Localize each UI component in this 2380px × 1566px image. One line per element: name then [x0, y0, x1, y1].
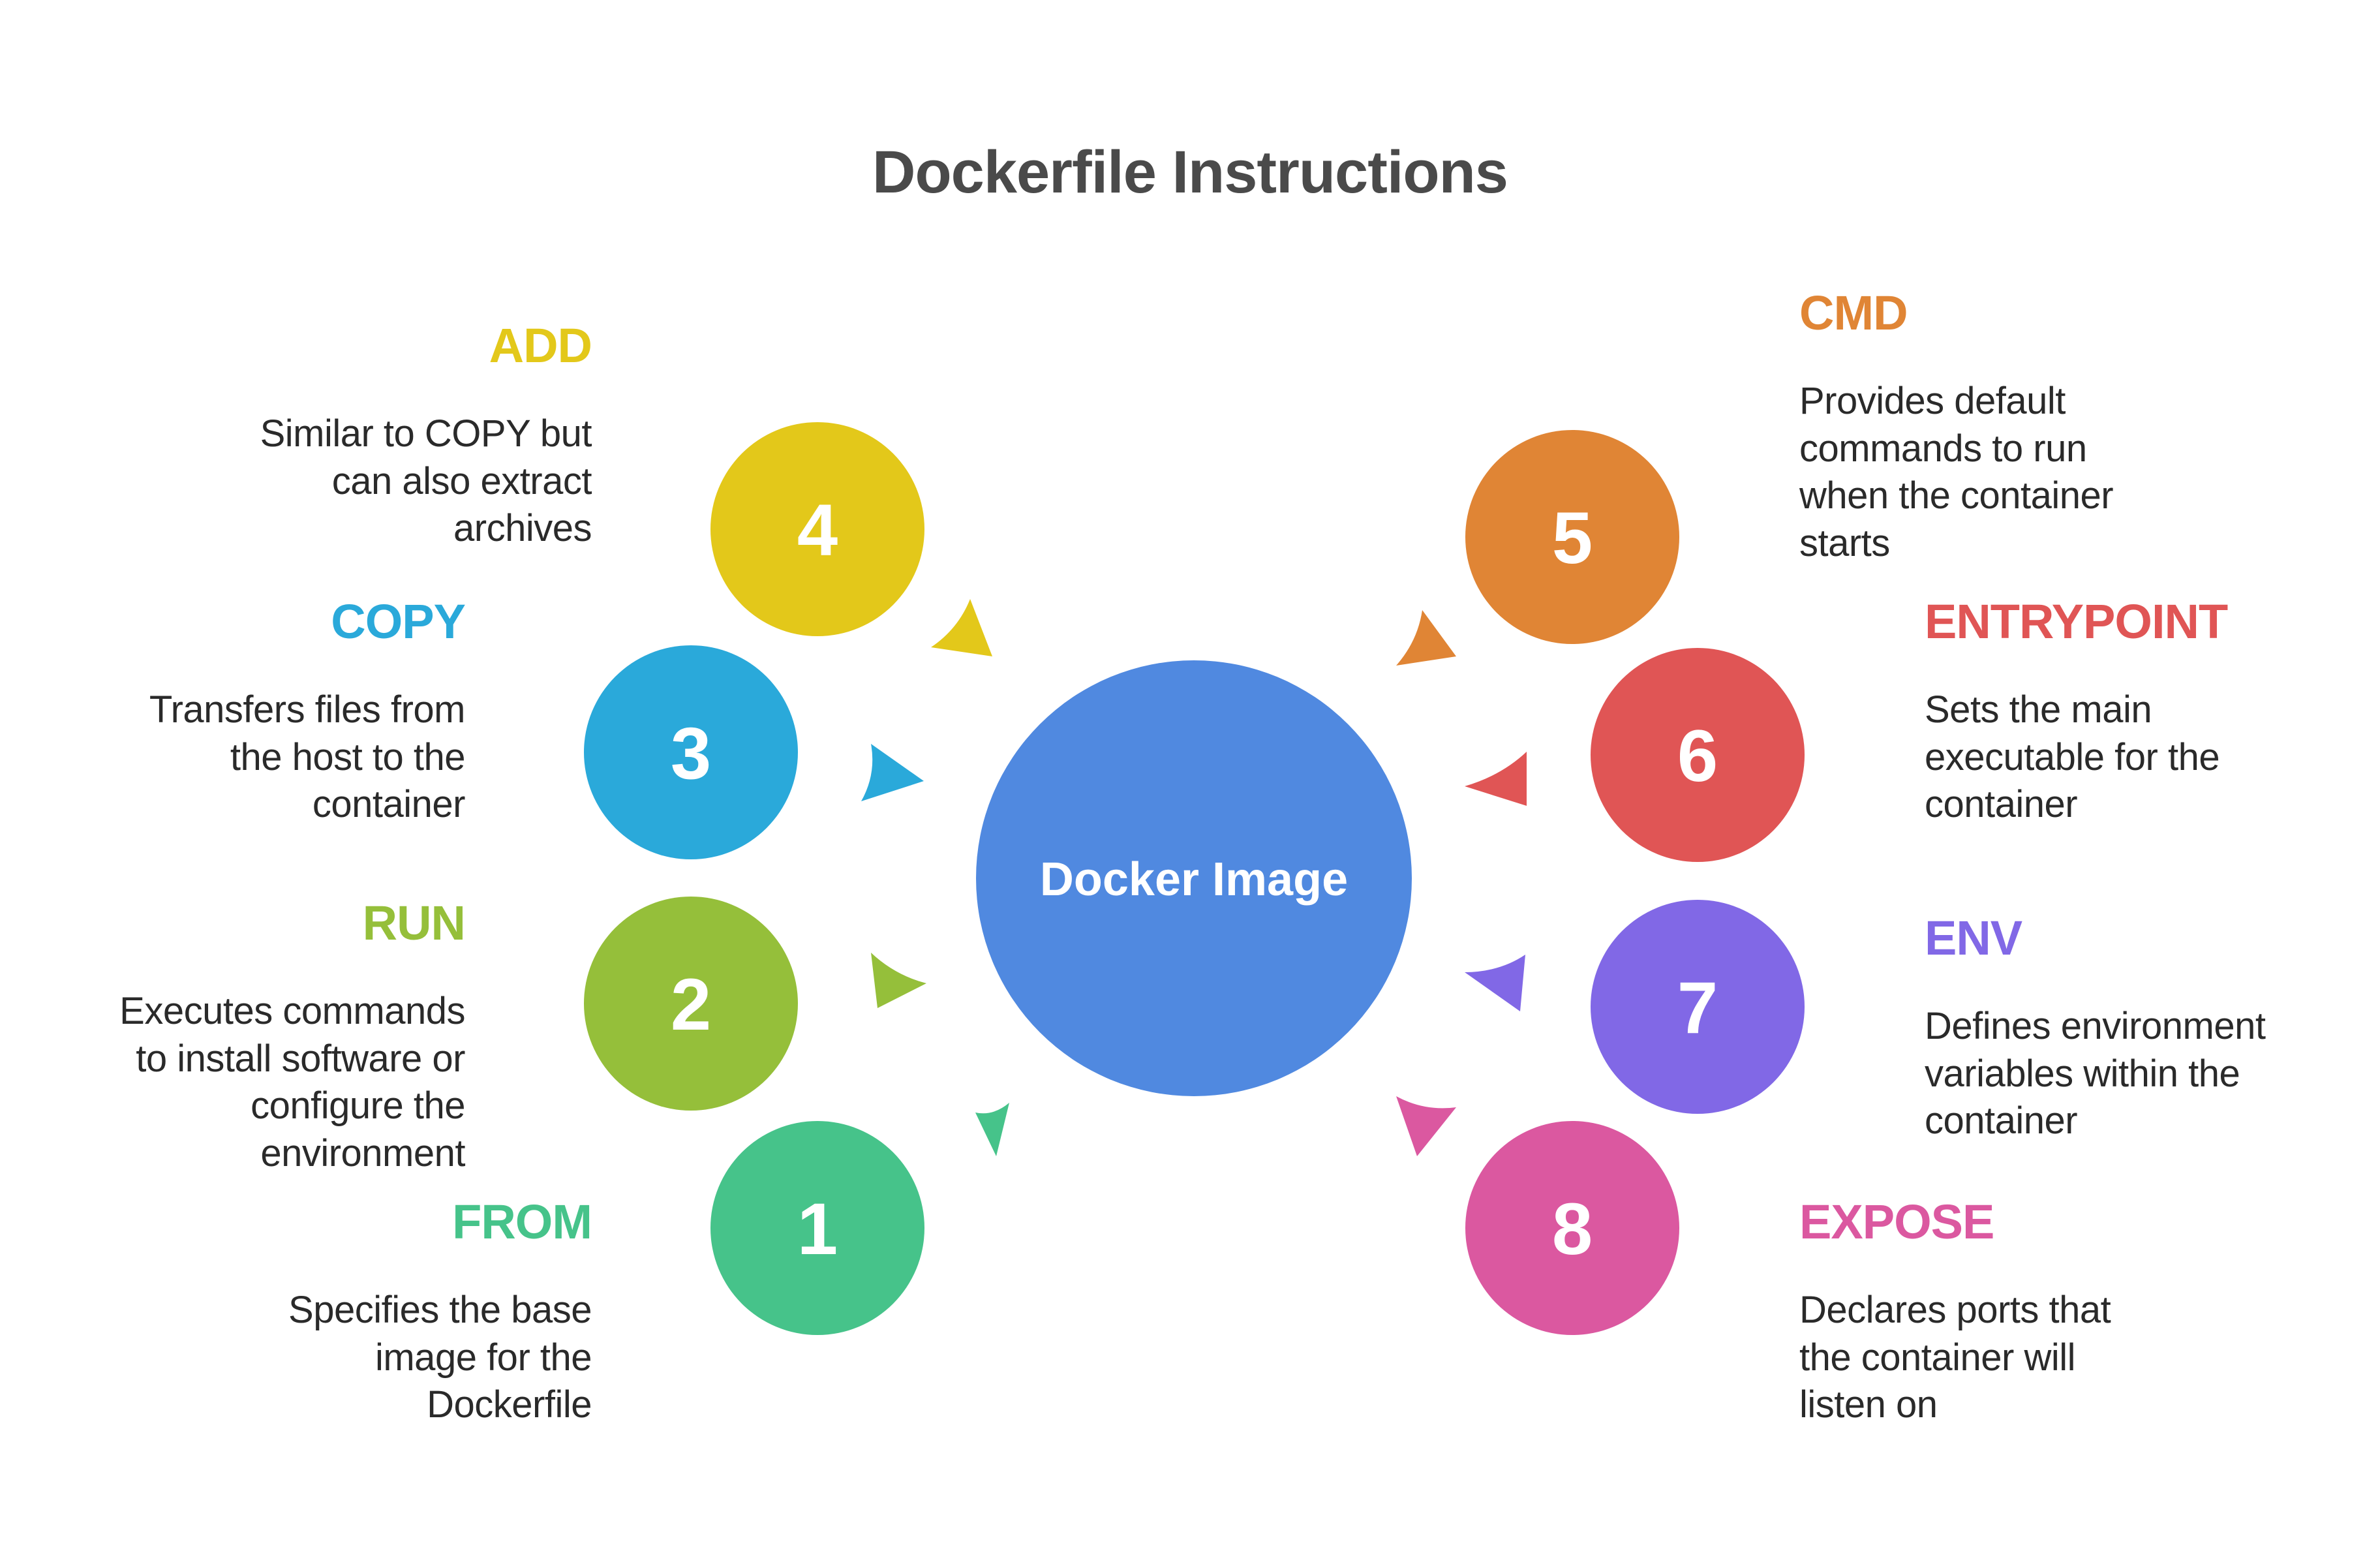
arrow-icon-cmd	[1396, 610, 1456, 666]
description-line: container	[1925, 1099, 2078, 1142]
description-line: configure the	[251, 1084, 465, 1127]
arrow-icon-run	[871, 953, 926, 1008]
description-line: listen on	[1799, 1383, 1938, 1426]
step-circle	[710, 1121, 924, 1335]
description-line: Defines environment	[1925, 1005, 2266, 1047]
step-circle	[710, 422, 924, 636]
center-node: Docker Image	[976, 660, 1412, 1096]
instruction-name: CMD	[1799, 286, 1908, 340]
instruction-block-env: ENV Defines environment variables within t…	[1925, 910, 2380, 1145]
description-line: commands to run	[1799, 427, 2087, 470]
step-number: 5	[1552, 497, 1593, 579]
description-line: Similar to COPY but	[260, 412, 592, 455]
description-line: variables within the	[1925, 1052, 2240, 1095]
step-number: 6	[1677, 715, 1718, 797]
arrow-icon-copy	[861, 744, 924, 801]
description-line: Provides default	[1799, 380, 2066, 422]
arrow-icon-expose	[1396, 1096, 1456, 1156]
step-circle	[584, 897, 798, 1111]
step-node-cmd: 5	[1465, 430, 1679, 644]
description-line: image for the	[374, 1336, 592, 1379]
description-line: container	[1925, 783, 2078, 825]
description-line: Executes commands	[119, 990, 465, 1032]
description-line: the host to the	[230, 735, 466, 778]
step-node-env: 7	[1591, 900, 1805, 1114]
arrow-icon-from	[975, 1103, 1009, 1156]
description-line: Sets the main	[1925, 688, 2152, 731]
step-number: 1	[797, 1188, 838, 1270]
center-label: Docker Image	[1040, 853, 1348, 906]
step-number: 8	[1552, 1188, 1593, 1270]
instruction-name: ADD	[489, 318, 592, 373]
step-circle	[1465, 1121, 1679, 1335]
description-line: executable for the	[1925, 735, 2220, 778]
instruction-name: COPY	[331, 594, 466, 649]
instruction-name: EXPOSE	[1799, 1195, 1994, 1249]
description-line: container	[312, 783, 466, 825]
center-circle	[976, 660, 1412, 1096]
step-number: 3	[671, 713, 711, 794]
description-line: Transfers files from	[149, 688, 466, 731]
description-line: Declares ports that	[1799, 1289, 2111, 1331]
step-node-from: 1	[710, 1121, 924, 1335]
instruction-name: ENTRYPOINT	[1925, 594, 2228, 649]
description-line: the container will	[1799, 1336, 2076, 1379]
description-line: Dockerfile	[427, 1383, 592, 1426]
description-line: to install software or	[136, 1037, 465, 1080]
description-line: Specifies the base	[288, 1289, 592, 1331]
arrow-icon-entrypoint	[1465, 752, 1527, 806]
description-line: starts	[1799, 521, 1890, 564]
instruction-block-run: RUN Executes commands to install software …	[0, 895, 466, 1177]
step-node-copy: 3	[584, 645, 798, 859]
description-line: environment	[260, 1131, 465, 1174]
step-circle	[1591, 900, 1805, 1114]
step-node-expose: 8	[1465, 1121, 1679, 1335]
diagram-title: Dockerfile Instructions	[872, 139, 1508, 206]
instruction-name: RUN	[362, 896, 466, 950]
step-number: 7	[1677, 967, 1718, 1049]
step-circle	[1591, 648, 1805, 862]
instruction-block-expose: EXPOSE Declares ports that the container w…	[1799, 1194, 2380, 1429]
step-circle	[1465, 430, 1679, 644]
instruction-name: FROM	[452, 1195, 592, 1249]
step-circle	[584, 645, 798, 859]
step-number: 4	[797, 489, 838, 571]
description-line: archives	[453, 507, 592, 549]
step-node-run: 2	[584, 897, 798, 1111]
instruction-name: ENV	[1925, 911, 2022, 965]
description-line: can also extract	[331, 459, 592, 502]
arrow-icon-add	[931, 599, 992, 656]
step-node-entrypoint: 6	[1591, 648, 1805, 862]
step-node-add: 4	[710, 422, 924, 636]
step-number: 2	[671, 964, 711, 1045]
arrow-icon-env	[1465, 955, 1525, 1011]
description-line: when the container	[1799, 474, 2114, 517]
